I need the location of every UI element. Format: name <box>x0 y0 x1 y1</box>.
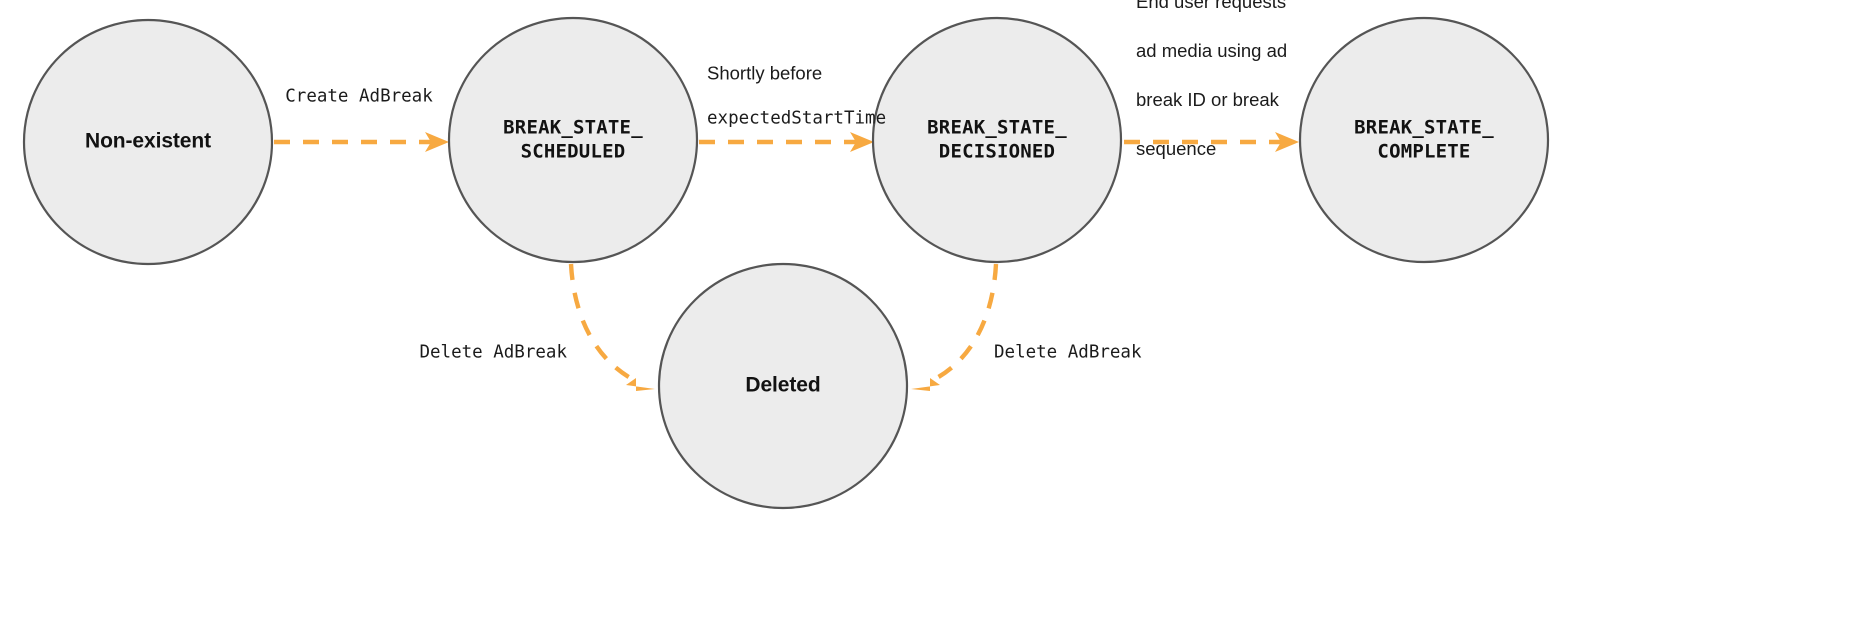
edge-delete-adbreak-from-decisioned-path <box>928 263 999 384</box>
edge-shortly-before <box>699 132 874 152</box>
node-break-state-scheduled[interactable] <box>447 16 699 264</box>
edge-delete-adbreak-from-scheduled-arrowhead <box>626 378 655 391</box>
edge-create-adbreak-arrowhead <box>425 132 449 152</box>
edge-create-adbreak <box>274 132 449 152</box>
edge-end-user-requests <box>1124 132 1299 152</box>
edge-shortly-before-arrowhead <box>850 132 874 152</box>
node-non-existent[interactable] <box>22 18 274 266</box>
edge-delete-adbreak-from-scheduled <box>568 263 655 391</box>
node-break-state-complete[interactable] <box>1298 16 1550 264</box>
edge-delete-adbreak-from-decisioned <box>911 263 999 391</box>
edge-delete-adbreak-from-decisioned-arrowhead <box>911 378 940 391</box>
node-break-state-decisioned[interactable] <box>871 16 1123 264</box>
edge-end-user-requests-arrowhead <box>1275 132 1299 152</box>
node-deleted[interactable] <box>657 262 909 510</box>
edge-delete-adbreak-from-scheduled-path <box>568 263 639 384</box>
